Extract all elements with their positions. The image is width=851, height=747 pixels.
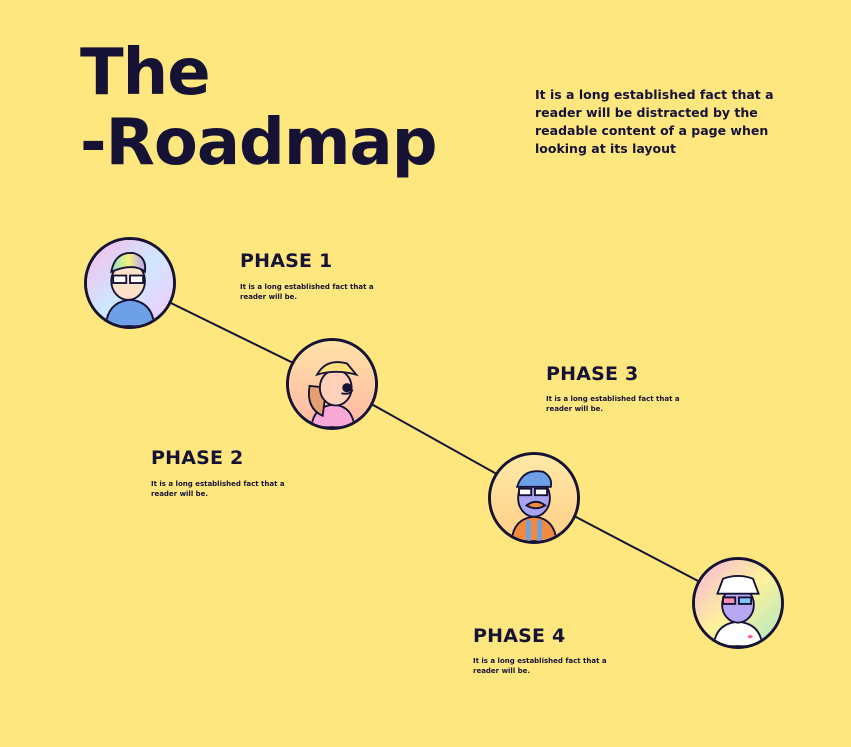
- phase-3-text: It is a long established fact that a rea…: [546, 395, 680, 413]
- phase-2-title: PHASE 2: [151, 447, 244, 469]
- phase-2-avatar: [286, 338, 378, 430]
- phase-1-title: PHASE 1: [240, 250, 333, 272]
- phase-2-text: It is a long established fact that a rea…: [151, 480, 285, 498]
- title-line-2: -Roadmap: [80, 106, 437, 180]
- phase-4-text: It is a long established fact that a rea…: [473, 657, 607, 675]
- intro-text: It is a long established fact that a rea…: [535, 87, 774, 156]
- phase-3-title: PHASE 3: [546, 363, 639, 385]
- phase-4-title: PHASE 4: [473, 625, 566, 647]
- phase-4-avatar: [692, 557, 784, 649]
- phase-3-avatar: [488, 452, 580, 544]
- phase-1-avatar: [84, 237, 176, 329]
- page-title: The -Roadmap: [80, 38, 437, 178]
- title-line-1: The: [80, 36, 211, 110]
- phase-1-text: It is a long established fact that a rea…: [240, 283, 374, 301]
